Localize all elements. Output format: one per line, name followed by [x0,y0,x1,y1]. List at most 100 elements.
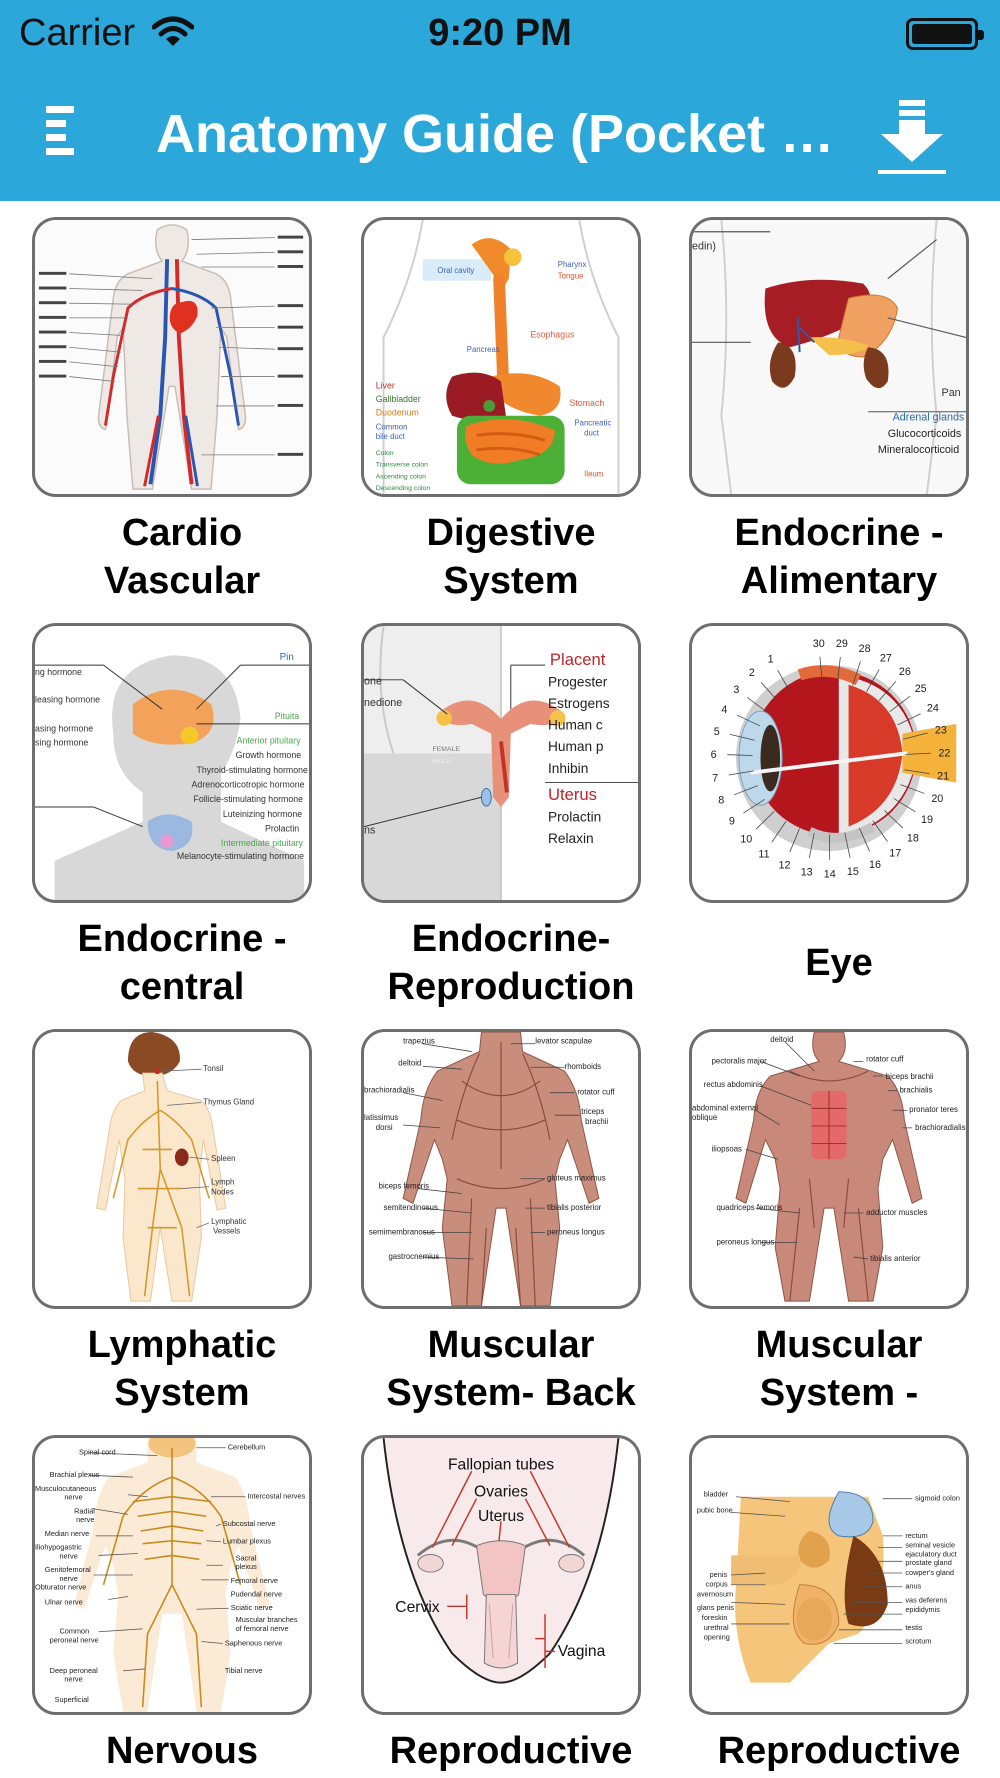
svg-text:Pudendal nerve: Pudendal nerve [231,1590,282,1599]
battery-icon [906,18,984,50]
eye-callout-line [866,669,880,692]
svg-text:Intermediate pituitary: Intermediate pituitary [221,838,304,848]
svg-text:ejaculatory duct: ejaculatory duct [905,1549,956,1558]
eye-callout-number: 1 [768,653,774,665]
svg-text:glans penis: glans penis [697,1603,734,1612]
svg-text:Inhibin: Inhibin [548,761,588,776]
svg-text:brachioradialis: brachioradialis [364,1086,414,1095]
svg-text:Duodenum: Duodenum [376,408,419,418]
svg-text:Estrogens: Estrogens [548,696,610,711]
svg-text:scrotum: scrotum [905,1637,931,1646]
svg-text:ns: ns [364,824,375,836]
eye-callout-number: 21 [937,771,949,783]
svg-text:Fallopian tubes: Fallopian tubes [448,1456,554,1473]
svg-text:Ulnar nerve: Ulnar nerve [45,1597,83,1606]
cardio-vascular-thumbnail [32,217,312,497]
svg-text:corpus: corpus [706,1580,728,1589]
svg-text:Lymphatic: Lymphatic [211,1217,246,1226]
svg-text:Pancreas: Pancreas [467,345,500,354]
eye-callout-line [808,832,815,858]
svg-text:Adrenal glands: Adrenal glands [893,412,965,424]
svg-text:Genitofemoral: Genitofemoral [45,1565,91,1574]
svg-text:Anterior pituitary: Anterior pituitary [237,735,302,745]
grid-item-cardio-vascular[interactable]: Cardio Vascular [14,201,314,607]
endocrine-alimentary-thumbnail: edin) Pan Adrenal glands Glucocorticoids… [689,217,969,497]
svg-text:anus: anus [905,1582,921,1591]
svg-text:Spleen: Spleen [211,1154,235,1163]
svg-text:prostate gland: prostate gland [905,1558,951,1567]
eye-callout-number: 11 [758,849,769,861]
svg-text:Prolactin: Prolactin [265,824,299,834]
eye-callout-line [747,697,768,713]
svg-text:Pin: Pin [280,652,294,663]
svg-text:Deep peroneal: Deep peroneal [50,1666,98,1675]
svg-text:Relaxin: Relaxin [548,831,594,846]
svg-text:Superficial: Superficial [55,1695,90,1704]
grid-item-reproductive-female[interactable]: Fallopian tubes Ovaries Uterus Cervix Va… [343,1419,643,1778]
svg-text:Human p: Human p [548,739,604,754]
svg-text:Vagina: Vagina [558,1643,606,1660]
svg-text:triceps: triceps [581,1107,604,1116]
eye-callout-line [760,682,779,702]
svg-text:nedione: nedione [364,697,402,709]
svg-text:brachioradialis: brachioradialis [915,1123,965,1132]
eye-callout-number: 14 [824,868,836,880]
svg-text:Pan: Pan [942,387,961,399]
grid-item-label: Eye [805,942,873,984]
svg-text:FEMALE: FEMALE [433,746,461,753]
eye-callout-number: 9 [729,815,735,827]
svg-text:Descending colon: Descending colon [376,485,431,492]
grid-item-label: Muscular System - [755,1324,923,1414]
svg-text:Luteinizing hormone: Luteinizing hormone [223,809,302,819]
top-bar: Carrier 9:20 PM Anatomy Guide (Pocket [0,0,1000,201]
download-button[interactable] [873,96,951,178]
svg-text:leasing hormone: leasing hormone [35,694,100,704]
eye-callout-number: 30 [813,638,825,650]
svg-text:Saphenous nerve: Saphenous nerve [225,1638,282,1647]
svg-text:foreskin: foreskin [702,1613,728,1622]
svg-text:Thymus Gland: Thymus Gland [203,1097,254,1106]
eye-callout-line [904,769,930,775]
svg-text:Uterus: Uterus [548,785,597,804]
topic-grid: Cardio Vascular [0,201,1000,1778]
eye-callout-number: 29 [836,638,848,650]
svg-text:Tibial nerve: Tibial nerve [225,1666,263,1675]
svg-text:trapezius: trapezius [403,1037,435,1046]
svg-text:Melanocyte-stimulating hormone: Melanocyte-stimulating hormone [177,851,304,861]
menu-button[interactable] [36,104,86,164]
eye-callout-line [905,752,931,755]
svg-text:plexus: plexus [236,1562,258,1571]
grid-item-endocrine-alimentary[interactable]: edin) Pan Adrenal glands Glucocorticoids… [671,201,971,607]
eye-callout-number: 12 [778,860,790,872]
svg-text:Thyroid-stimulating hormone: Thyroid-stimulating hormone [196,765,308,775]
svg-text:Growth hormone: Growth hormone [236,750,302,760]
eye-callout-line [900,784,925,794]
svg-text:pectoralis major: pectoralis major [712,1056,768,1065]
eye-callout-line [852,661,861,686]
eye-callout-number: 3 [733,684,739,696]
status-bar: Carrier 9:20 PM [0,0,1000,68]
svg-text:Progester: Progester [548,675,608,690]
svg-text:Stomach: Stomach [570,398,605,408]
svg-text:gastrocnemius: gastrocnemius [388,1252,439,1261]
svg-text:seminal vesicle: seminal vesicle [905,1541,955,1550]
svg-text:Cerebellum: Cerebellum [228,1443,265,1452]
eye-callout-line [777,670,791,693]
svg-text:deltoid: deltoid [398,1058,421,1067]
svg-text:Follicle-stimulating hormone: Follicle-stimulating hormone [194,794,304,804]
svg-text:nerve: nerve [64,1493,82,1502]
